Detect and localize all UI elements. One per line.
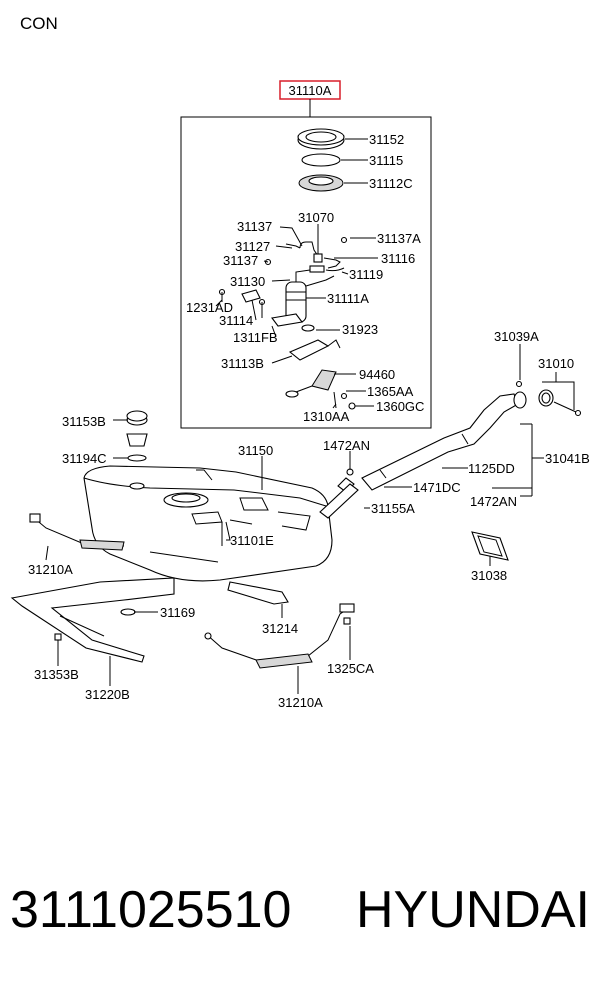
callout-31220B: 31220B: [85, 687, 130, 702]
crossmember-part: [227, 581, 289, 605]
fuel-line-part: [285, 241, 319, 262]
callout-1231AD: 1231AD: [186, 300, 233, 315]
callout-31152: 31152: [369, 132, 404, 147]
callout-31112C: 31112C: [369, 176, 413, 191]
callout-31137-a: 31137: [237, 219, 272, 234]
callout-31101E: 31101E: [230, 533, 274, 548]
fuel-tank-parts-diagram: 31110A: [10, 80, 590, 710]
callout-1365AA: 1365AA: [367, 384, 414, 399]
callout-31127: 31127: [235, 239, 270, 254]
callout-1325CA: 1325CA: [327, 661, 374, 676]
callout-1472AN-a: 1472AN: [323, 438, 370, 453]
callout-31038: 31038: [471, 568, 507, 583]
assembly-label: 31110A: [289, 83, 332, 98]
gasket-part: [301, 153, 341, 167]
lock-ring-part: [297, 128, 345, 150]
filler-cap-part: [538, 389, 582, 417]
callout-31039A: 31039A: [494, 329, 539, 344]
callout-31115: 31115: [369, 153, 403, 168]
callout-31111A: 31111A: [327, 291, 369, 306]
callout-31137A: 31137A: [377, 231, 421, 246]
skid-plate-part: [10, 577, 175, 663]
callout-31010: 31010: [538, 356, 574, 371]
fuel-pump-part: [285, 269, 335, 323]
callout-31130: 31130: [230, 274, 265, 289]
callout-31210A-b: 31210A: [278, 695, 323, 710]
filter-part: [271, 313, 315, 332]
callout-1310AA: 1310AA: [303, 409, 350, 424]
callout-31214: 31214: [262, 621, 298, 636]
callout-31137-b: 31137: [223, 253, 258, 268]
fuel-sender-unit-part: [285, 369, 356, 410]
callout-31070: 31070: [298, 210, 334, 225]
breather-hose-part: [319, 468, 359, 519]
tank-strap-left-part: [29, 513, 125, 551]
callout-31119: 31119: [349, 267, 383, 282]
part-footer: 3111025510 HYUNDAI: [10, 880, 590, 940]
flange-plate-part: [298, 174, 344, 192]
tank-strap-right-part: [204, 603, 355, 669]
callout-31041B: 31041B: [545, 451, 590, 466]
callout-31155A: 31155A: [371, 501, 415, 516]
callout-94460: 94460: [359, 367, 395, 382]
callout-1472AN-b: 1472AN: [470, 494, 517, 509]
part-number: 3111025510: [10, 881, 292, 939]
callout-31353B: 31353B: [34, 667, 79, 682]
fuel-tank-part: [83, 465, 333, 582]
callout-31113B: 31113B: [221, 356, 264, 371]
callout-1311FB: 1311FB: [233, 330, 278, 345]
callout-31153B: 31153B: [62, 414, 106, 429]
callout-31116: 31116: [381, 251, 415, 266]
brand-name: HYUNDAI: [355, 881, 590, 939]
callout-31114: 31114: [219, 313, 253, 328]
callout-1471DC: 1471DC: [413, 480, 461, 495]
pump-module-frame: [180, 116, 432, 429]
bracket-part: [241, 289, 261, 303]
pump-cap-part: [126, 410, 148, 462]
callout-1360GC: 1360GC: [376, 399, 424, 414]
callout-31923: 31923: [342, 322, 378, 337]
callout-1125DD: 1125DD: [468, 461, 515, 476]
filler-neck-part: [337, 391, 527, 493]
callout-31169: 31169: [160, 605, 195, 620]
level-sender-part: [288, 339, 341, 361]
callout-31150: 31150: [238, 443, 273, 458]
filler-gasket-part: [471, 531, 509, 561]
callout-31210A-a: 31210A: [28, 562, 73, 577]
callout-31194C: 31194C: [62, 451, 107, 466]
corner-label: CON: [20, 14, 58, 33]
